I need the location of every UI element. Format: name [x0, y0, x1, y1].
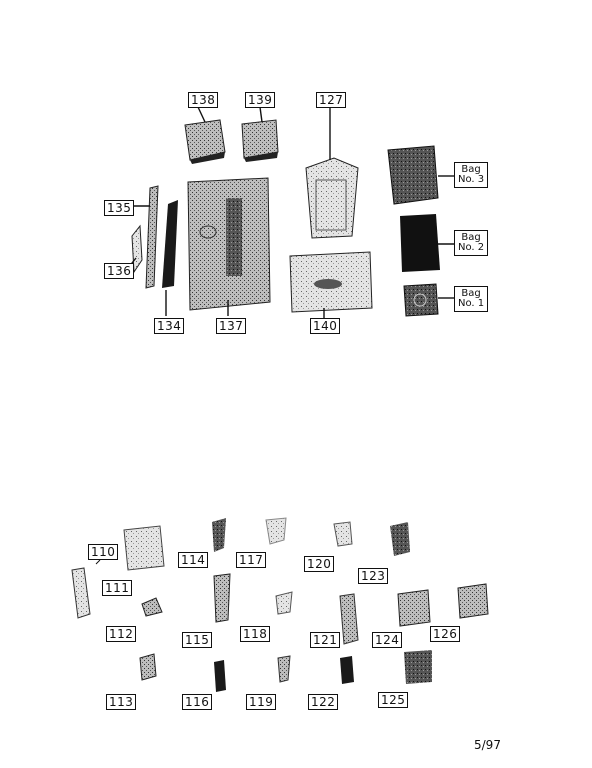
- label-136: 136: [104, 263, 135, 279]
- label-bag-2: Bag No. 2: [454, 230, 489, 256]
- part-126-pad: [457, 583, 489, 619]
- label-140: 140: [310, 318, 341, 334]
- label-119: 119: [246, 694, 277, 710]
- label-124: 124: [372, 632, 403, 648]
- label-bag-3: Bag No. 3: [454, 162, 489, 188]
- part-122-tip: [340, 656, 354, 684]
- label-134: 134: [154, 318, 185, 334]
- label-123: 123: [358, 568, 389, 584]
- label-121: 121: [310, 632, 341, 648]
- part-140-plate: [289, 251, 373, 318]
- label-113: 113: [106, 694, 137, 710]
- bag-3-contents: [387, 145, 454, 205]
- part-121-piece: [339, 593, 359, 645]
- part-115-bundle: [213, 573, 231, 623]
- part-119-piece: [277, 655, 291, 683]
- label-139: 139: [245, 92, 276, 108]
- label-137: 137: [216, 318, 247, 334]
- part-125-pad: [404, 650, 432, 684]
- part-137-panel: [187, 177, 271, 316]
- part-112-clip: [141, 597, 163, 617]
- part-118-piece: [275, 591, 293, 615]
- label-135: 135: [104, 200, 135, 216]
- part-117-piece: [265, 517, 287, 545]
- part-120-piece: [333, 521, 353, 547]
- label-120: 120: [304, 556, 335, 572]
- label-126: 126: [430, 626, 461, 642]
- label-112: 112: [106, 626, 137, 642]
- label-117: 117: [236, 552, 267, 568]
- part-113-clip: [139, 653, 157, 681]
- part-110-rod: [71, 559, 101, 619]
- label-bag-1: Bag No. 1: [454, 286, 489, 312]
- part-139-block: [241, 106, 279, 162]
- label-110: 110: [88, 544, 119, 560]
- label-116: 116: [182, 694, 213, 710]
- part-138-block: [184, 106, 226, 164]
- part-134-strip: [162, 200, 178, 316]
- part-124-pad: [397, 589, 431, 627]
- label-111: 111: [102, 580, 133, 596]
- bag-2-contents: [400, 214, 454, 272]
- label-118: 118: [240, 626, 271, 642]
- part-123-brush: [390, 522, 410, 556]
- label-122: 122: [308, 694, 339, 710]
- label-125: 125: [378, 692, 409, 708]
- label-114: 114: [178, 552, 209, 568]
- part-111-pad: [123, 525, 165, 571]
- part-127-panel: [305, 105, 359, 239]
- bag-1-contents: [403, 283, 454, 317]
- part-114-brush: [212, 518, 226, 552]
- label-127: 127: [316, 92, 347, 108]
- label-115: 115: [182, 632, 213, 648]
- page-number: 5/97: [474, 738, 501, 752]
- label-138: 138: [188, 92, 219, 108]
- part-116-tip: [214, 660, 226, 692]
